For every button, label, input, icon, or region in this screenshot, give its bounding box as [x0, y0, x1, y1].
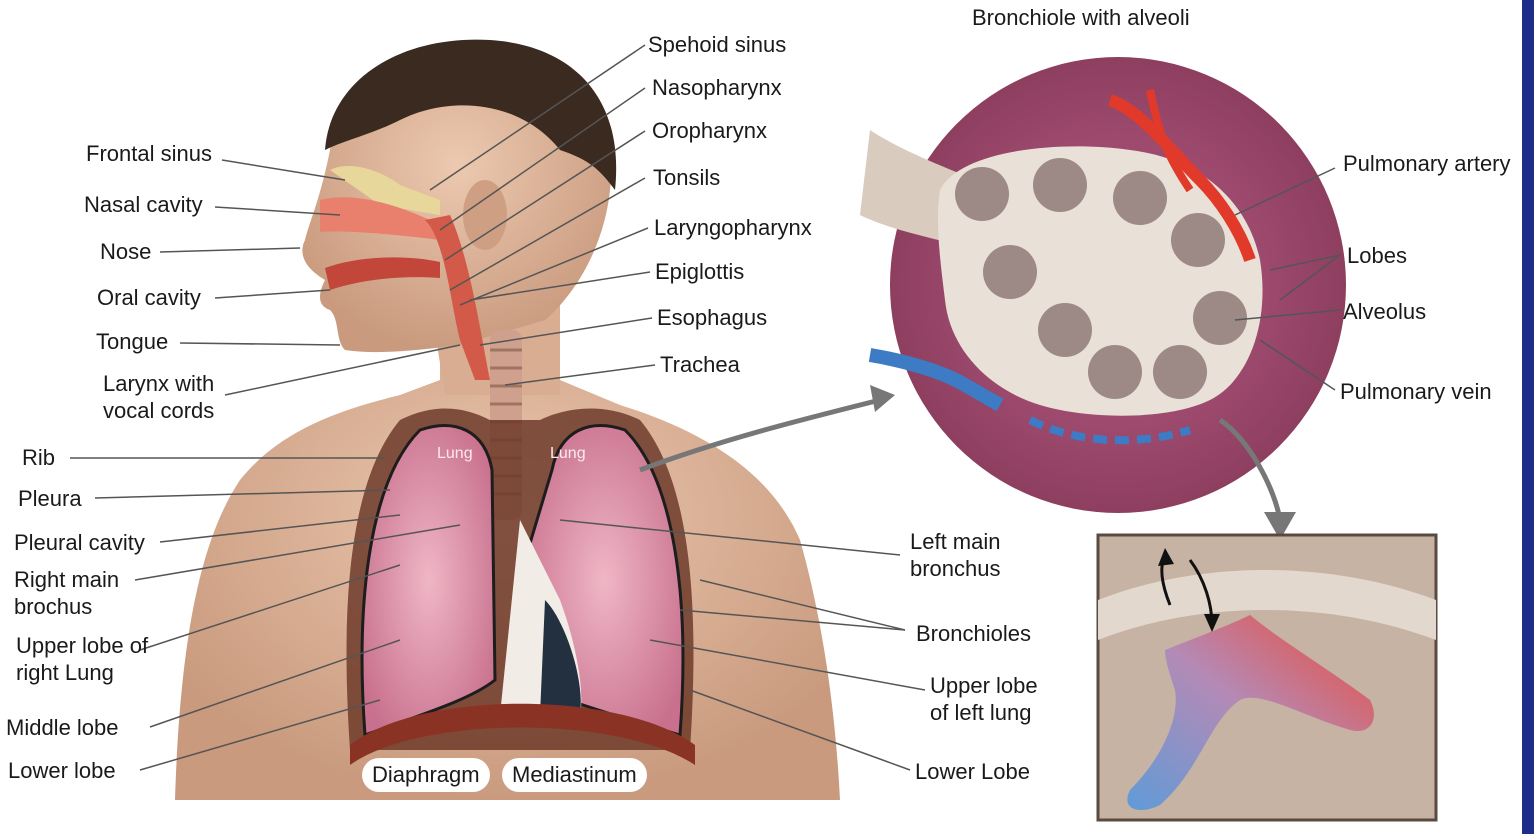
label-rib: Rib — [22, 444, 55, 471]
label-tongue: Tongue — [96, 328, 168, 355]
label-upper-lobe-left: Upper lobe of left lung — [930, 672, 1055, 726]
label-left-main-bronchus: Left main bronchus — [910, 528, 1030, 582]
label-larynx: Larynx with vocal cords — [103, 370, 238, 424]
label-mediastinum: Mediastinum — [502, 758, 647, 792]
label-lower-lobe-left: Lower Lobe — [915, 758, 1030, 785]
label-tonsils: Tonsils — [653, 164, 720, 191]
label-middle-lobe: Middle lobe — [6, 714, 119, 741]
label-bronchioles: Bronchioles — [916, 620, 1031, 647]
label-frontal-sinus: Frontal sinus — [86, 140, 212, 167]
inset-title: Bronchiole with alveoli — [972, 4, 1190, 31]
label-oropharynx: Oropharynx — [652, 117, 767, 144]
label-pleural-cavity: Pleural cavity — [14, 529, 145, 556]
label-pulmonary-artery: Pulmonary artery — [1343, 150, 1511, 177]
label-lower-lobe: Lower lobe — [8, 757, 116, 784]
label-alveolus: Alveolus — [1343, 298, 1426, 325]
label-pulmonary-vein: Pulmonary vein — [1340, 378, 1492, 405]
label-lung-right: Lung — [437, 440, 473, 467]
label-nasal-cavity: Nasal cavity — [84, 191, 203, 218]
label-sphenoid-sinus: Spehoid sinus — [648, 31, 786, 58]
label-laryngopharynx: Laryngopharynx — [654, 214, 812, 241]
frame-border — [1522, 0, 1534, 834]
alveoli-inset — [860, 57, 1346, 513]
label-oral-cavity: Oral cavity — [97, 284, 201, 311]
label-pleura: Pleura — [18, 485, 82, 512]
label-right-main-bronchus: Right main brochus — [14, 566, 139, 620]
callout-arrowhead-1 — [870, 385, 895, 412]
label-lung-left: Lung — [550, 440, 586, 467]
label-lobes: Lobes — [1347, 242, 1407, 269]
capillary-inset — [1098, 535, 1436, 820]
label-nose: Nose — [100, 238, 151, 265]
label-diaphragm: Diaphragm — [362, 758, 490, 792]
label-trachea: Trachea — [660, 351, 740, 378]
label-epiglottis: Epiglottis — [655, 258, 744, 285]
label-esophagus: Esophagus — [657, 304, 767, 331]
label-upper-lobe-right: Upper lobe of right Lung — [16, 632, 161, 686]
label-nasopharynx: Nasopharynx — [652, 74, 782, 101]
